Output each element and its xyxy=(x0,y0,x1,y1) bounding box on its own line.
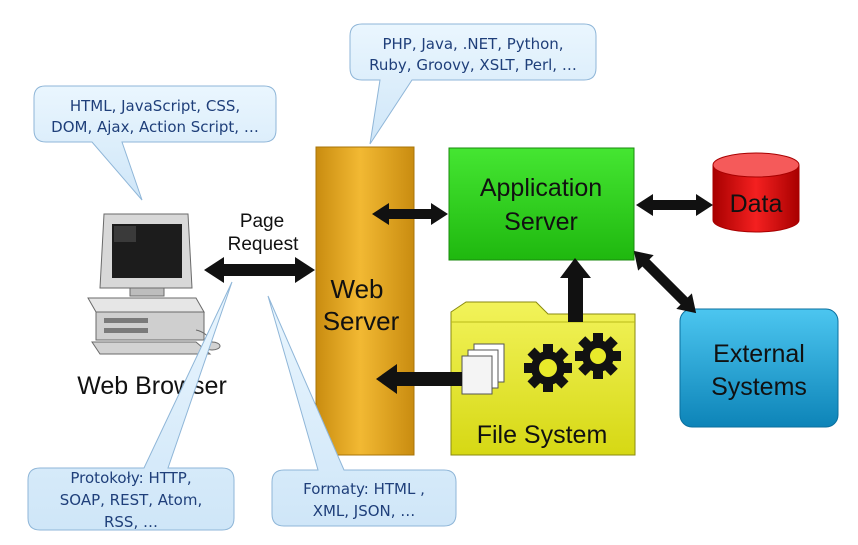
arrow-appserver-data xyxy=(636,194,713,216)
arrow-browser-webserver xyxy=(204,257,315,283)
data-label: Data xyxy=(730,190,783,218)
web-browser-label: Web Browser xyxy=(77,372,227,400)
application-server-label-1: Application xyxy=(480,174,602,202)
application-server-box xyxy=(448,147,635,261)
arrow-appserver-external xyxy=(633,250,697,314)
arrow-filesystem-appserver xyxy=(560,258,591,322)
gear-icon xyxy=(524,344,572,392)
document-stack-icon xyxy=(461,343,505,395)
callout-client-line2: DOM, Ajax, Action Script, … xyxy=(51,118,259,136)
callout-formats-line1: Formaty: HTML , xyxy=(303,480,425,498)
callout-protocols: Protokoły: HTTP, SOAP, REST, Atom, RSS, … xyxy=(27,281,235,531)
callout-formats: Formaty: HTML , XML, JSON, … xyxy=(267,295,457,527)
file-system-label: File System xyxy=(477,421,608,449)
page-request-label-2: Request xyxy=(228,234,299,255)
web-server-label-1: Web xyxy=(331,274,384,304)
callout-client-technologies: HTML, JavaScript, CSS, DOM, Ajax, Action… xyxy=(33,85,277,201)
callout-formats-line2: XML, JSON, … xyxy=(313,502,416,520)
callout-server-technologies: PHP, Java, .NET, Python, Ruby, Groovy, X… xyxy=(349,23,597,145)
external-systems-label-1: External xyxy=(713,340,805,368)
callout-client-line1: HTML, JavaScript, CSS, xyxy=(70,97,240,115)
callout-server-line1: PHP, Java, .NET, Python, xyxy=(382,35,563,53)
callout-protocols-line1: Protokoły: HTTP, xyxy=(70,469,191,487)
file-system-folder: File System xyxy=(450,301,636,456)
external-systems-label-2: Systems xyxy=(711,373,807,401)
arrow-webserver-appserver xyxy=(372,203,448,225)
page-request-label-1: Page xyxy=(240,211,284,232)
application-server-label-2: Server xyxy=(504,208,578,236)
callout-protocols-line2: SOAP, REST, Atom, xyxy=(60,491,202,509)
arrow-filesystem-webserver xyxy=(376,364,462,394)
gear-icon xyxy=(575,333,621,379)
web-server-label-2: Server xyxy=(323,306,400,336)
callout-server-line2: Ruby, Groovy, XSLT, Perl, … xyxy=(369,56,577,74)
external-systems-box xyxy=(679,308,839,428)
callout-protocols-line3: RSS, … xyxy=(104,513,158,531)
data-cylinder: Data xyxy=(712,152,800,233)
web-server-box xyxy=(315,146,415,456)
computer-icon xyxy=(87,213,221,355)
